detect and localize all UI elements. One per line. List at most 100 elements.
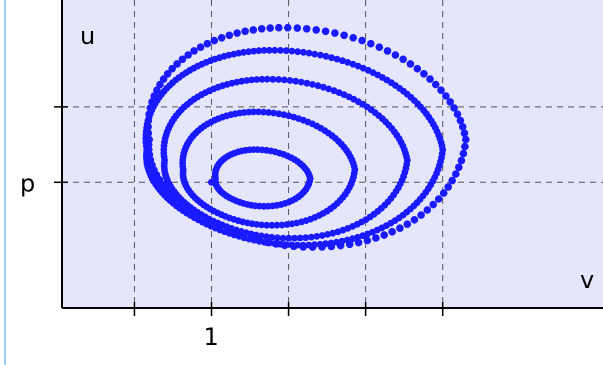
data-point <box>406 60 415 68</box>
data-point <box>163 70 172 78</box>
data-point <box>178 55 187 64</box>
data-point <box>444 183 453 191</box>
data-point <box>286 77 294 84</box>
axis-ticks <box>54 106 444 316</box>
data-point <box>457 156 466 165</box>
data-point <box>275 110 283 118</box>
data-point <box>275 23 283 32</box>
data-point <box>159 75 168 83</box>
data-point <box>344 59 352 66</box>
data-point <box>270 109 278 117</box>
data-point <box>308 243 317 251</box>
data-point <box>350 169 358 177</box>
data-point <box>210 36 219 45</box>
data-point <box>184 51 192 59</box>
data-point <box>260 108 267 116</box>
data-point <box>299 243 308 251</box>
data-point <box>167 190 175 198</box>
data-point <box>172 194 180 203</box>
data-point <box>431 80 440 89</box>
data-point <box>354 238 363 247</box>
data-point <box>413 64 422 73</box>
data-point <box>349 235 356 243</box>
data-point <box>429 200 438 209</box>
data-point <box>349 60 357 68</box>
data-point <box>302 25 311 33</box>
y-tick-label-p: p <box>20 169 35 197</box>
data-point <box>363 236 372 245</box>
data-point <box>190 47 198 55</box>
data-point <box>367 39 375 48</box>
data-point <box>311 50 319 58</box>
data-point <box>303 79 311 87</box>
data-point <box>153 86 161 94</box>
data-point <box>396 224 404 232</box>
data-point <box>458 123 467 131</box>
data-point <box>312 26 321 34</box>
data-point <box>182 203 191 212</box>
data-point <box>448 176 457 185</box>
data-point <box>438 150 446 158</box>
data-point <box>225 31 234 40</box>
data-point <box>375 43 384 51</box>
data-point <box>345 240 354 249</box>
data-point <box>263 233 270 241</box>
data-point <box>339 57 346 65</box>
data-point <box>257 25 266 33</box>
data-point <box>280 111 288 119</box>
data-point <box>446 98 455 106</box>
data-point <box>285 234 293 242</box>
data-point <box>250 47 258 55</box>
data-point <box>255 236 263 245</box>
data-point <box>403 220 412 228</box>
data-point <box>173 60 181 68</box>
data-point <box>388 228 397 236</box>
data-point <box>437 86 445 94</box>
data-point <box>277 47 284 54</box>
data-point <box>282 47 290 55</box>
data-point <box>144 116 153 125</box>
data-point <box>340 31 348 40</box>
data-point <box>284 23 292 32</box>
data-point <box>456 116 465 125</box>
data-point <box>273 221 281 229</box>
data-point <box>265 109 272 116</box>
data-point <box>258 75 266 83</box>
data-point <box>322 52 330 60</box>
data-point <box>278 221 286 229</box>
data-point <box>150 92 158 100</box>
data-point <box>265 46 273 54</box>
data-point <box>330 87 338 95</box>
data-point <box>195 211 203 220</box>
data-point <box>391 51 400 59</box>
data-point <box>272 240 280 248</box>
data-point <box>329 229 337 237</box>
trajectory-points <box>142 23 470 251</box>
data-point <box>403 160 411 168</box>
data-point <box>271 46 279 54</box>
data-point <box>306 178 313 185</box>
data-point <box>359 64 367 72</box>
data-point <box>238 231 247 240</box>
data-point <box>459 149 468 158</box>
data-point <box>260 47 268 54</box>
data-point <box>245 48 253 56</box>
data-point <box>296 234 304 242</box>
data-point <box>313 233 321 240</box>
data-point <box>321 27 330 36</box>
data-point <box>266 24 275 32</box>
data-point <box>274 234 281 242</box>
data-point <box>263 238 272 247</box>
data-point <box>300 48 307 56</box>
data-point <box>327 242 336 251</box>
data-point <box>417 211 425 219</box>
data-point <box>335 89 343 96</box>
plot-background <box>62 0 603 308</box>
data-point <box>263 75 271 83</box>
data-point <box>318 243 326 251</box>
data-point <box>258 221 265 229</box>
data-point <box>215 222 224 231</box>
data-point <box>269 75 277 83</box>
data-point <box>148 98 156 106</box>
data-point <box>263 221 271 229</box>
